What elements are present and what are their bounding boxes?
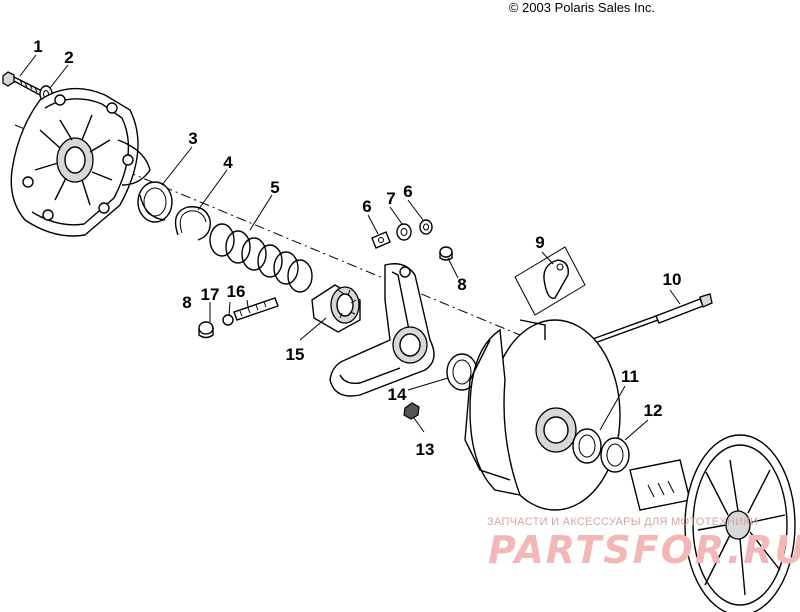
part-long-bolt	[589, 293, 713, 345]
watermark-tagline: ЗАПЧАСТИ И АКСЕССУАРЫ ДЛЯ МОТОТЕХНИКИ	[487, 516, 759, 528]
callout-16: 16	[227, 282, 246, 301]
callout-15: 15	[286, 345, 305, 364]
part-roller-bushing	[311, 284, 361, 333]
callout-9: 9	[535, 233, 544, 252]
part-sheave-bushing	[572, 428, 602, 464]
part-button-cap-upper	[439, 246, 453, 261]
callout-11: 11	[621, 367, 639, 386]
part-spring	[209, 223, 313, 293]
part-roller	[396, 223, 412, 241]
callout-5: 5	[270, 178, 279, 197]
part-shaft-spacer	[600, 437, 630, 473]
part-fixed-sheave	[629, 434, 796, 612]
part-moveable-sheave	[464, 319, 621, 511]
callout-8-right: 8	[457, 275, 466, 294]
callout-3: 3	[188, 129, 197, 148]
callout-10: 10	[663, 270, 682, 289]
part-pin	[233, 297, 279, 321]
callout-6-left: 6	[362, 197, 371, 216]
copyright-text: © 2003 Polaris Sales Inc.	[508, 0, 655, 15]
part-washer-right	[419, 219, 433, 235]
watermark-logo: PARTSFOR.RU	[488, 528, 800, 572]
part-nut	[403, 402, 420, 420]
part-bolt	[2, 71, 43, 96]
part-pin-washer	[222, 314, 234, 326]
callout-17: 17	[201, 285, 220, 304]
part-spider-arm	[329, 263, 435, 397]
callout-13: 13	[416, 440, 435, 459]
callout-14: 14	[388, 385, 407, 404]
part-weight-box	[514, 246, 586, 316]
part-button-cap	[198, 321, 214, 339]
part-cover-plate	[10, 87, 151, 237]
callout-1: 1	[33, 37, 42, 56]
callout-4: 4	[223, 153, 233, 172]
part-snap-ring	[174, 206, 211, 241]
callout-12: 12	[644, 401, 663, 420]
callout-8-left: 8	[182, 293, 191, 312]
center-axis	[14, 124, 521, 336]
callout-2: 2	[64, 48, 73, 67]
part-washer-left	[371, 231, 391, 249]
leader-lines	[19, 54, 681, 441]
callout-7: 7	[386, 189, 395, 208]
callout-6-right: 6	[403, 182, 412, 201]
part-bushing-ring	[137, 181, 173, 223]
